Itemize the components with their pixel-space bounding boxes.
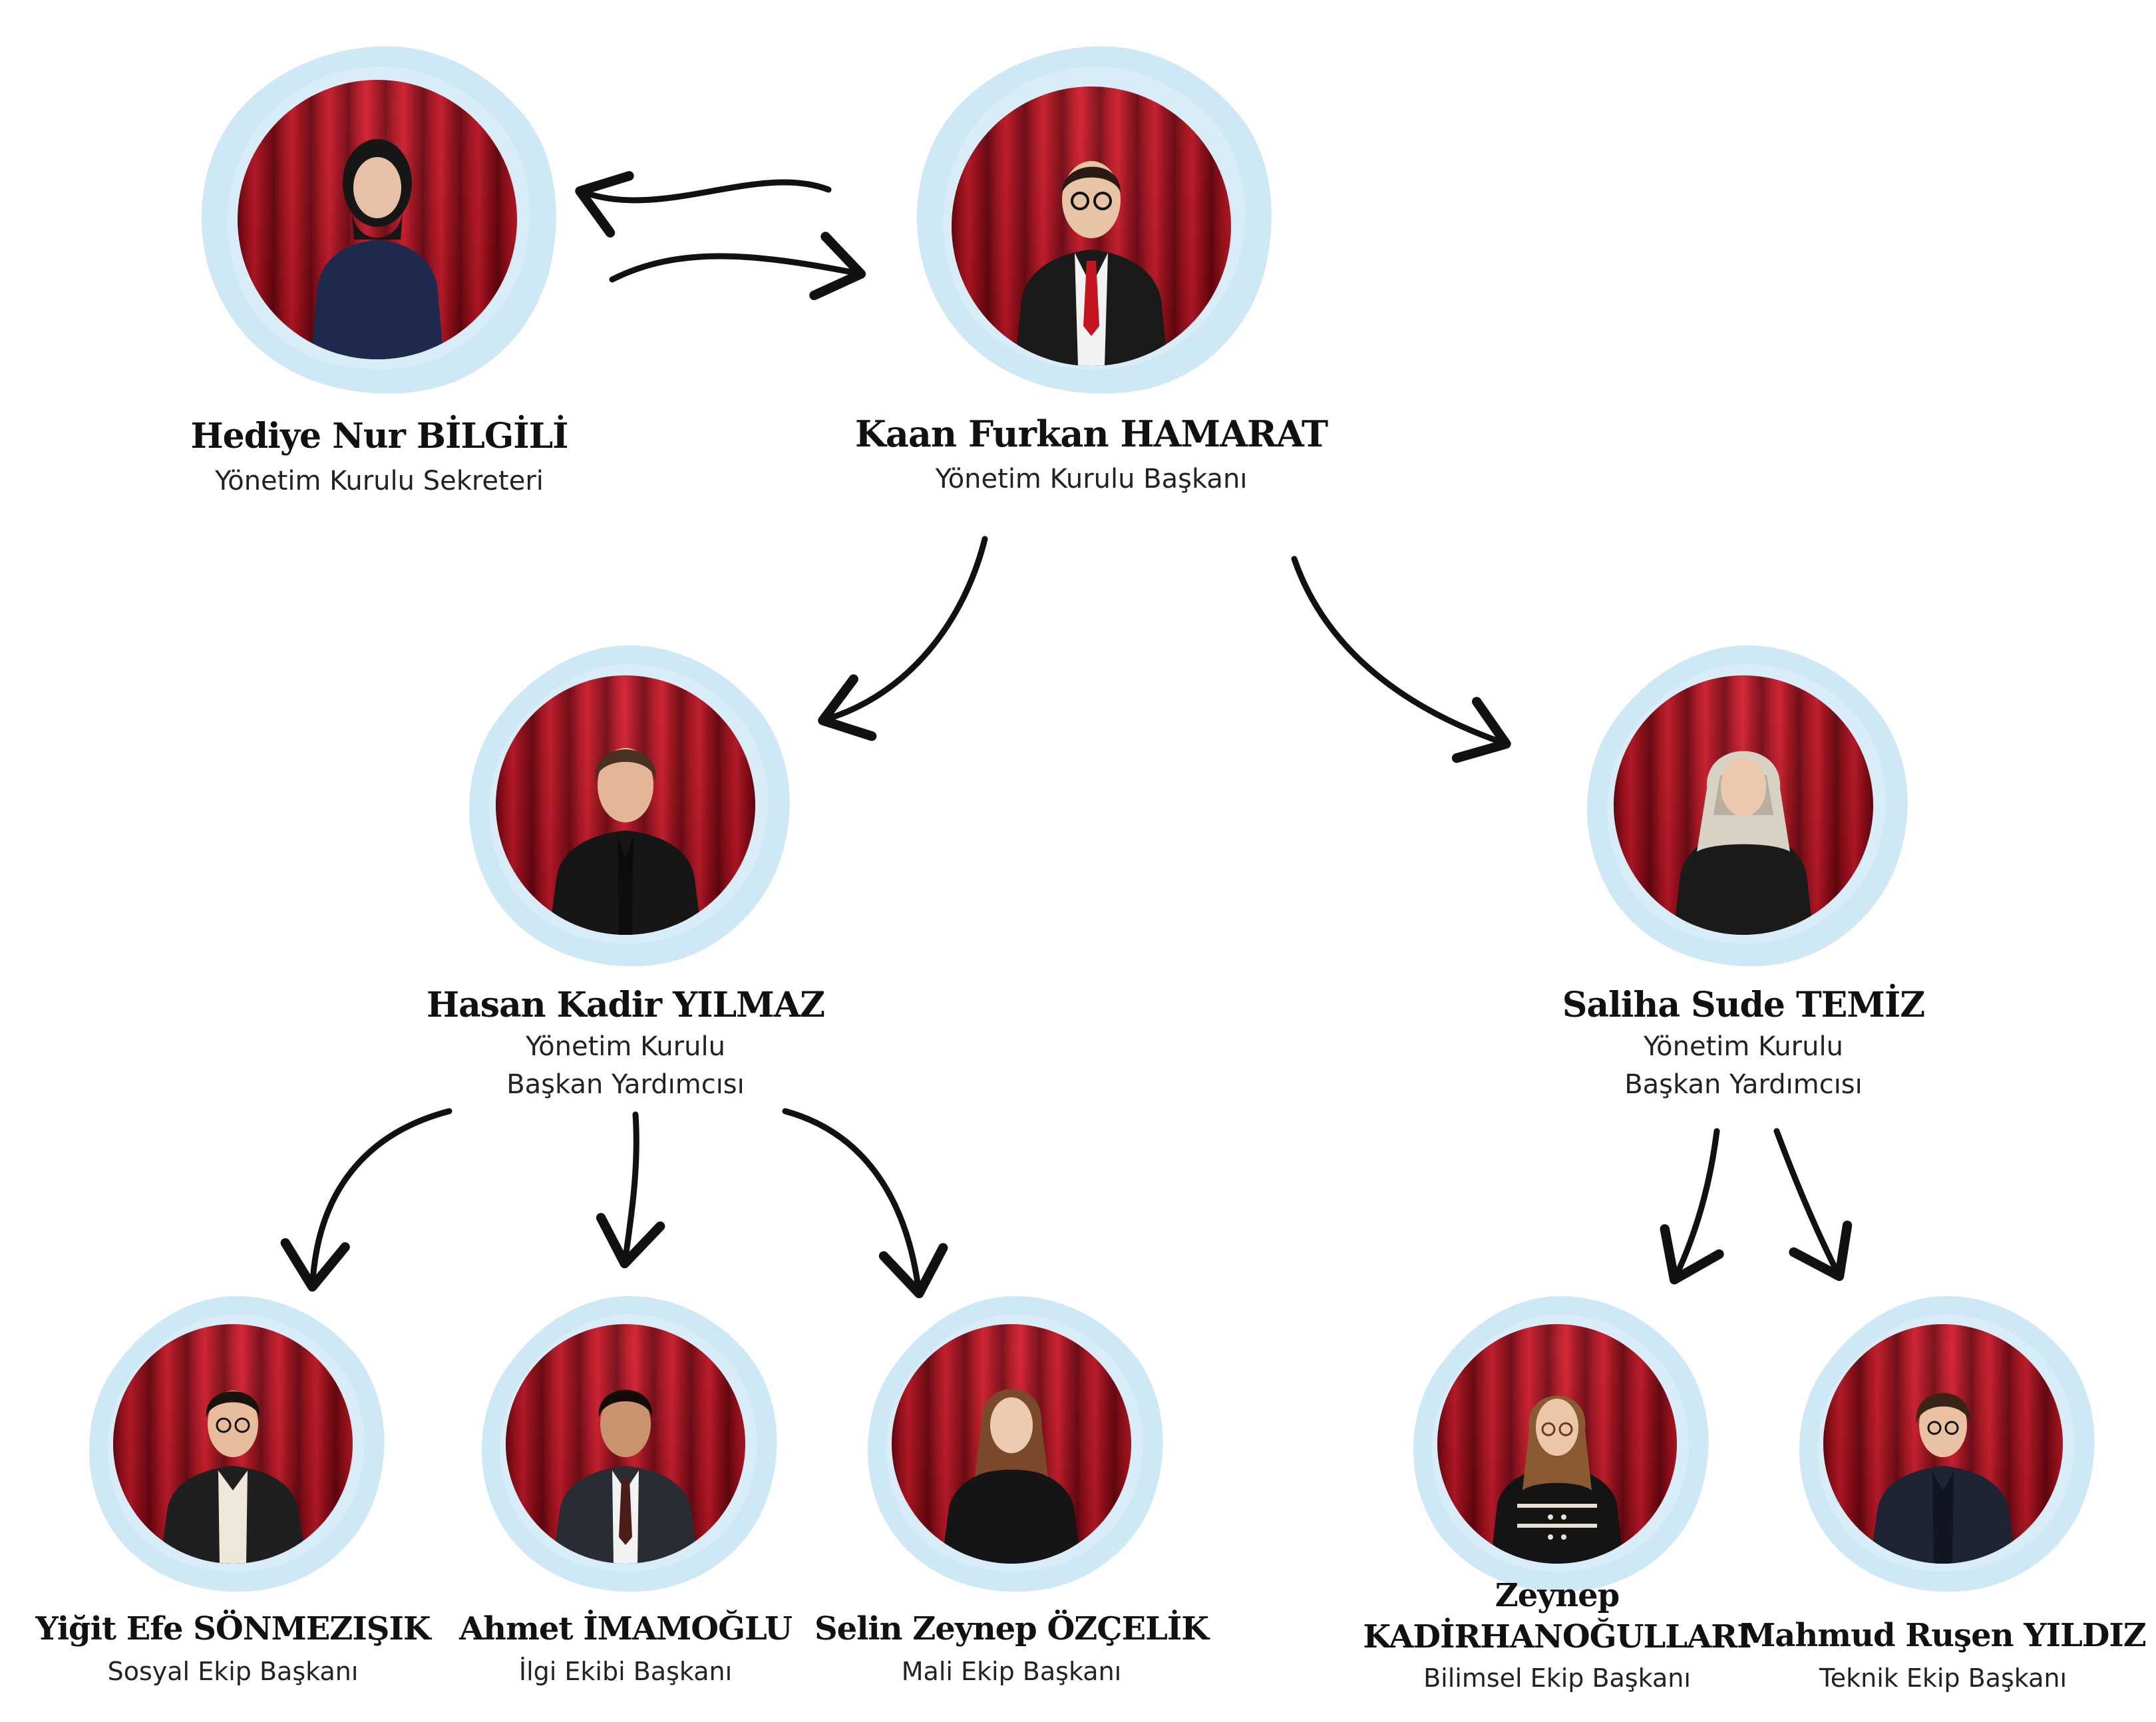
member-role: Bilimsel Ekip Başkanı xyxy=(1423,1663,1691,1693)
member-role-line1: Yönetim Kurulu xyxy=(526,1031,725,1062)
member-name-line1: Zeynep xyxy=(1495,1577,1620,1614)
person-silhouette xyxy=(1015,161,1168,366)
portrait-photo xyxy=(1823,1324,2063,1564)
member-name: Selin Zeynep ÖZÇELİK xyxy=(814,1610,1209,1647)
arrow-hasan-to-ahmet xyxy=(596,1111,665,1269)
member-name: Yiğit Efe SÖNMEZIŞIK xyxy=(35,1610,431,1647)
arrow-hediye-to-kaan xyxy=(609,232,866,301)
member-role: Yönetim Kurulu Sekreteri xyxy=(215,466,544,496)
portrait-photo xyxy=(238,80,517,359)
member-role-line2: Başkan Yardımcısı xyxy=(506,1069,745,1100)
portrait-photo xyxy=(952,86,1231,366)
member-role-line2: Başkan Yardımcısı xyxy=(1624,1069,1863,1100)
member-role: Teknik Ekip Başkanı xyxy=(1819,1663,2067,1693)
member-name: Hasan Kadir YILMAZ xyxy=(426,985,825,1025)
person-silhouette xyxy=(552,1389,699,1564)
member-role: Mali Ekip Başkanı xyxy=(901,1657,1122,1686)
portrait-photo xyxy=(892,1324,1131,1564)
arrow-kaan-to-hediye xyxy=(575,171,832,238)
portrait-photo xyxy=(496,675,755,935)
member-name: Ahmet İMAMOĞLU xyxy=(458,1610,793,1647)
arrow-saliha-to-mahmud xyxy=(1773,1128,1853,1282)
person-silhouette xyxy=(942,1389,1081,1564)
arrow-hasan-to-yigit xyxy=(280,1108,452,1292)
person-silhouette xyxy=(1870,1393,2016,1564)
portrait-photo xyxy=(113,1324,353,1564)
person-silhouette xyxy=(1491,1395,1624,1564)
person-silhouette xyxy=(1674,751,1813,935)
member-name: Hediye Nur BİLGİLİ xyxy=(190,416,568,456)
person-silhouette xyxy=(160,1391,306,1564)
member-role: Yönetim Kurulu Başkanı xyxy=(935,464,1248,494)
person-silhouette xyxy=(549,748,702,935)
member-role-line1: Yönetim Kurulu xyxy=(1644,1031,1843,1062)
member-name-line2: KADİRHANOĞULLARI xyxy=(1363,1618,1751,1655)
arrow-kaan-to-hasan xyxy=(818,536,988,741)
person-silhouette xyxy=(311,139,444,359)
member-name: Mahmud Ruşen YILDIZ xyxy=(1740,1617,2147,1654)
portrait-photo xyxy=(506,1324,745,1564)
member-name: Saliha Sude TEMİZ xyxy=(1562,985,1925,1025)
portrait-photo xyxy=(1437,1324,1677,1564)
arrow-saliha-to-zeynep xyxy=(1660,1128,1724,1285)
arrow-hasan-to-selin xyxy=(782,1108,948,1299)
portrait-photo xyxy=(1614,675,1873,935)
member-role: Sosyal Ekip Başkanı xyxy=(107,1657,359,1686)
member-name: Kaan Furkan HAMARAT xyxy=(854,413,1328,455)
arrow-kaan-to-saliha xyxy=(1291,556,1511,763)
member-role: İlgi Ekibi Başkanı xyxy=(518,1657,733,1686)
